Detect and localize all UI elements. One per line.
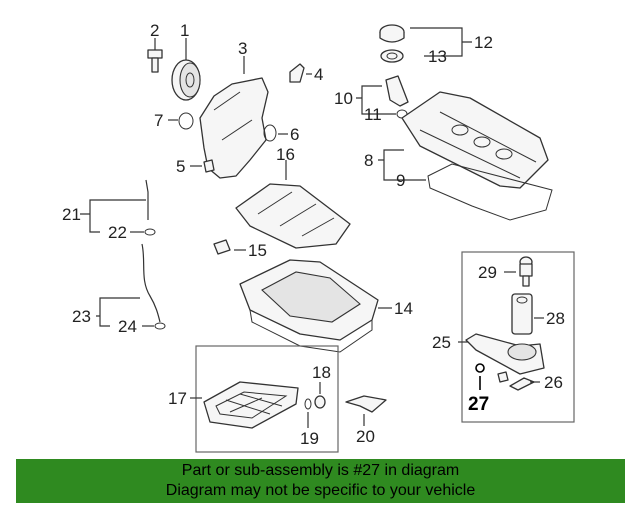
callout-18: 18: [312, 363, 331, 382]
part-1-pulley[interactable]: [171, 59, 201, 101]
part-17-lower-oil-pan[interactable]: [203, 381, 299, 429]
part-25-filter-housing[interactable]: [465, 333, 545, 375]
callout-labels: 1 2 3 4 5 6 7 8 9 10 11 12 13 14 15 16 1…: [62, 21, 565, 448]
part-20-shield[interactable]: [345, 395, 387, 413]
notice-line-1: Part or sub-assembly is #27 in diagram: [181, 462, 460, 479]
callout-9: 9: [396, 171, 405, 190]
part-3-ribs: [213, 91, 253, 141]
callout-13: 13: [428, 47, 447, 66]
callout-28: 28: [546, 309, 565, 328]
part-18-drain-plug[interactable]: [314, 395, 326, 409]
callout-11: 11: [364, 105, 382, 124]
callout-22: 22: [108, 223, 127, 242]
callout-8: 8: [364, 151, 373, 170]
part-24-oring[interactable]: [154, 322, 166, 330]
part-10-hose[interactable]: [385, 75, 409, 107]
parts-diagram: 1 2 3 4 5 6 7 8 9 10 11 12 13 14 15 16 1…: [62, 21, 575, 453]
callout-24: 24: [118, 317, 137, 336]
part-5-sensor[interactable]: [203, 159, 215, 173]
part-2-bolt[interactable]: [147, 49, 163, 73]
callout-16: 16: [276, 145, 295, 164]
part-27-oring[interactable]: [475, 363, 485, 373]
callout-23: 23: [72, 307, 91, 326]
part-19-washer[interactable]: [304, 398, 312, 410]
part-21-dipstick[interactable]: [145, 179, 149, 220]
part-15-gasket[interactable]: [213, 239, 231, 255]
part-14-oil-pan[interactable]: [239, 259, 379, 353]
notice-banner: Part or sub-assembly is #27 in diagram D…: [16, 459, 625, 503]
part-28-oil-filter[interactable]: [511, 293, 533, 335]
part-4-bracket[interactable]: [289, 63, 305, 83]
callout-5: 5: [176, 157, 185, 176]
callout-20: 20: [356, 427, 375, 446]
callout-15: 15: [248, 241, 267, 260]
callout-7: 7: [154, 111, 163, 130]
part-29-sensor[interactable]: [519, 256, 533, 287]
callout-10: 10: [334, 89, 353, 108]
part-13-gasket[interactable]: [380, 49, 404, 63]
callout-26: 26: [544, 373, 563, 392]
callout-3: 3: [238, 39, 247, 58]
callout-6: 6: [290, 125, 299, 144]
part-12-filler-cap[interactable]: [379, 24, 405, 43]
callout-25: 25: [432, 333, 451, 352]
callout-21: 21: [62, 205, 81, 224]
part-16-baffle[interactable]: [235, 183, 351, 249]
part-8-valve-cover[interactable]: [401, 91, 549, 189]
callout-19: 19: [300, 429, 319, 448]
part-6-oring[interactable]: [263, 124, 277, 142]
leader-lines: [80, 27, 544, 428]
callout-17: 17: [168, 389, 187, 408]
part-small-bolt: [497, 371, 509, 383]
callout-14: 14: [394, 299, 413, 318]
lower-pan-group-box: [195, 345, 339, 453]
callout-29: 29: [478, 263, 497, 282]
callout-12: 12: [474, 33, 493, 52]
callout-2: 2: [150, 21, 159, 40]
part-7-oring[interactable]: [178, 112, 194, 130]
callout-4: 4: [314, 65, 323, 84]
notice-line-2: Diagram may not be specific to your vehi…: [165, 482, 476, 499]
oil-filter-group-box: [461, 251, 575, 423]
callout-1: 1: [180, 21, 189, 40]
callout-27: 27: [468, 394, 489, 415]
part-26-gasket[interactable]: [509, 377, 535, 391]
part-23-dipstick-tube[interactable]: [141, 243, 161, 323]
part-22-dipstick-oring[interactable]: [144, 228, 156, 236]
part-9-gasket[interactable]: [427, 163, 553, 221]
